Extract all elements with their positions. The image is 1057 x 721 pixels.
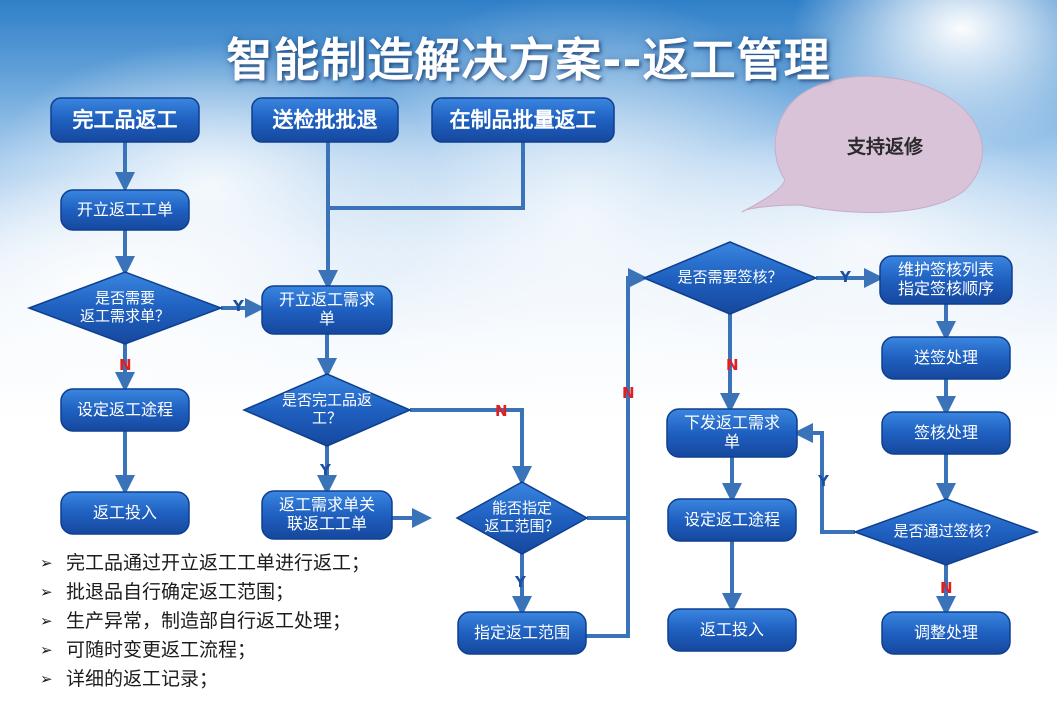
process-node-inputR <box>667 608 797 652</box>
decision-node-isFin <box>242 373 412 447</box>
process-node-inputL <box>60 491 190 535</box>
branch-yes-mark: Y <box>840 268 851 286</box>
process-node-issueReq <box>666 408 798 458</box>
node-layer <box>26 75 1040 655</box>
branch-no-mark: N <box>940 579 953 597</box>
edge-passsign-issuereq <box>793 423 855 534</box>
decision-node-needSign <box>642 241 818 315</box>
callout-bubble <box>741 75 983 214</box>
decision-node-needReq <box>26 271 224 345</box>
summary-item: ➢可随时变更返工流程； <box>40 636 370 665</box>
branch-yes-mark: Y <box>818 472 829 490</box>
branch-no-mark: N <box>726 356 739 374</box>
edge-isfin-canspec <box>410 408 532 486</box>
summary-list: ➢完工品通过开立返工工单进行返工； ➢批退品自行确定返工范围； ➢生产异常，制造… <box>40 549 370 694</box>
process-node-openOrder <box>60 189 190 231</box>
page-title: 智能制造解决方案--返工管理 <box>226 33 831 87</box>
process-node-setRouteL <box>60 388 190 432</box>
summary-item: ➢完工品通过开立返工工单进行返工； <box>40 549 370 578</box>
decision-node-passSign <box>852 498 1040 566</box>
branch-yes-mark: Y <box>515 573 526 591</box>
bullet-icon: ➢ <box>40 554 53 572</box>
edge-specscope-needsign <box>586 268 648 638</box>
branch-no-mark: N <box>495 402 508 420</box>
bullet-icon: ➢ <box>40 612 53 630</box>
branch-no-mark: N <box>119 356 132 374</box>
summary-item: ➢批退品自行确定返工范围； <box>40 578 370 607</box>
branch-yes-mark: Y <box>233 297 244 315</box>
decision-node-canSpec <box>455 481 589 555</box>
process-node-openReq <box>261 285 393 335</box>
connector-layer <box>115 142 956 638</box>
edge-wip-merge <box>328 142 525 210</box>
process-node-linkOrder <box>261 490 393 540</box>
process-node-setRouteR <box>667 498 797 542</box>
branch-no-mark: N <box>622 384 635 402</box>
summary-item: ➢生产异常，制造部自行返工处理； <box>40 607 370 636</box>
process-node-adjust <box>881 611 1011 655</box>
bullet-icon: ➢ <box>40 641 53 659</box>
source-node-wip <box>431 97 615 143</box>
process-node-sendSign <box>881 336 1011 380</box>
bullet-icon: ➢ <box>40 583 53 601</box>
bullet-icon: ➢ <box>40 670 53 688</box>
process-node-signProc <box>881 411 1011 455</box>
source-node-finished <box>50 97 200 143</box>
source-node-inspection <box>251 97 399 143</box>
summary-item: ➢详细的返工记录； <box>40 665 370 694</box>
callout-label: 支持返修 <box>846 135 923 158</box>
process-node-maintain <box>879 255 1013 305</box>
branch-yes-mark: Y <box>320 461 331 479</box>
process-node-specScope <box>457 611 587 655</box>
